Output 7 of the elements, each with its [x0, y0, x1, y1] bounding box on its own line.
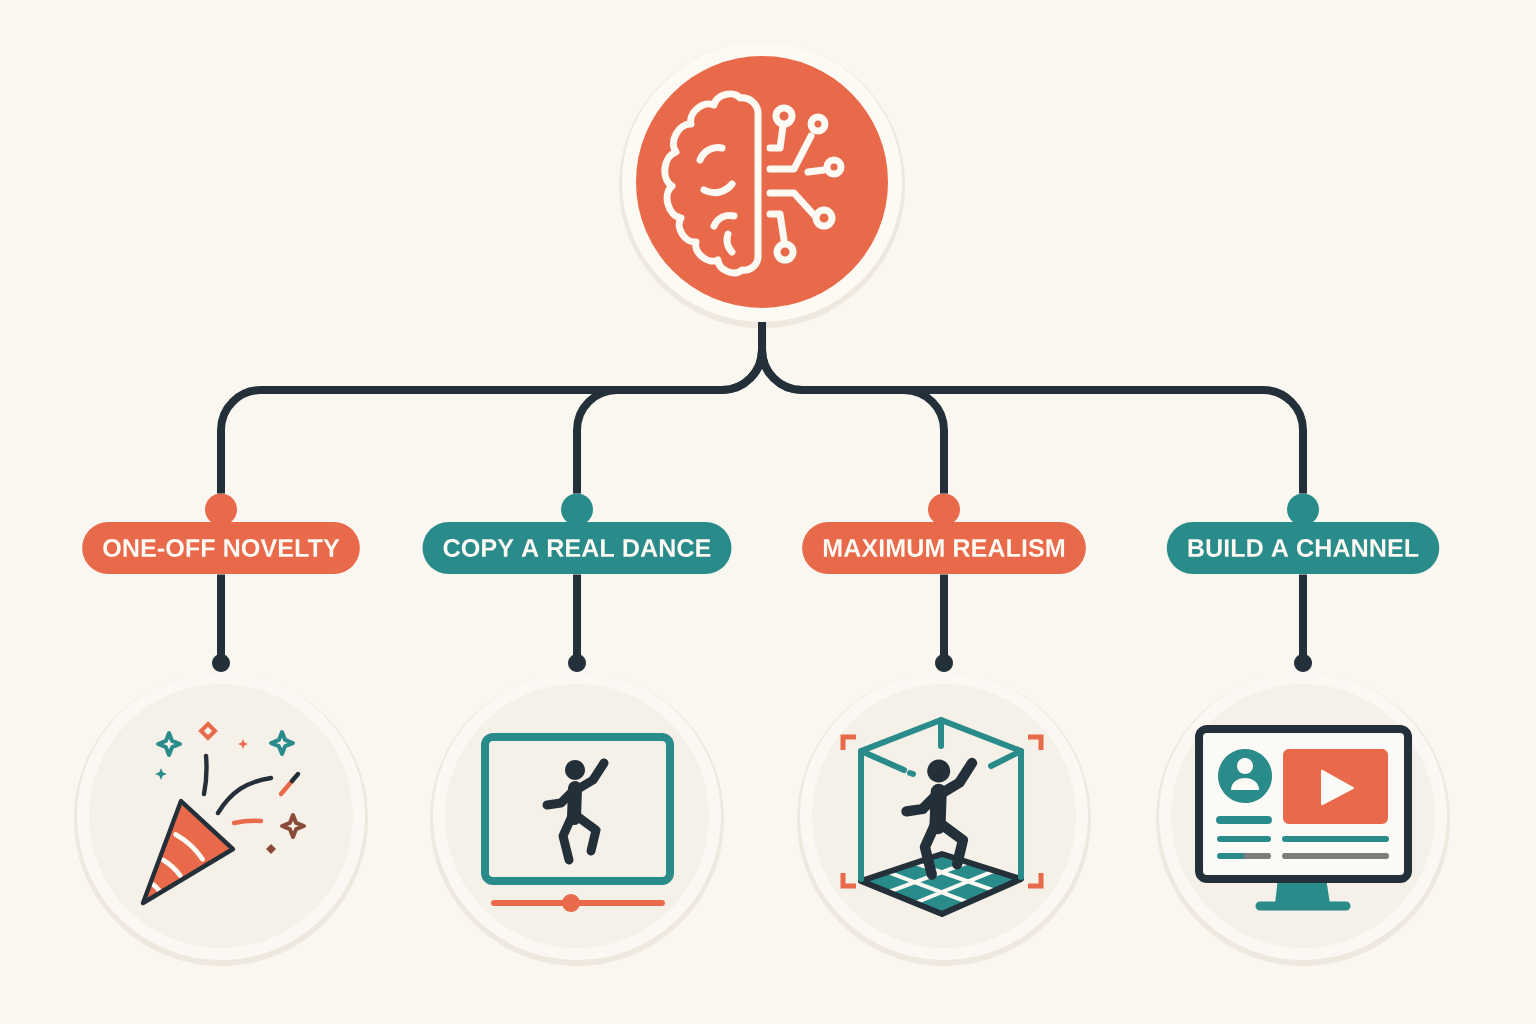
icon-circle [433, 672, 721, 960]
icon-circle [622, 42, 902, 322]
label-pill: COPY A REAL DANCE [422, 493, 732, 574]
label-pill: BUILD A CHANNEL [1166, 493, 1440, 574]
label-pill: ONE-OFF NOVELTY [82, 493, 360, 574]
label-pill: MAXIMUM REALISM [802, 493, 1086, 574]
icon-circle [77, 672, 365, 960]
